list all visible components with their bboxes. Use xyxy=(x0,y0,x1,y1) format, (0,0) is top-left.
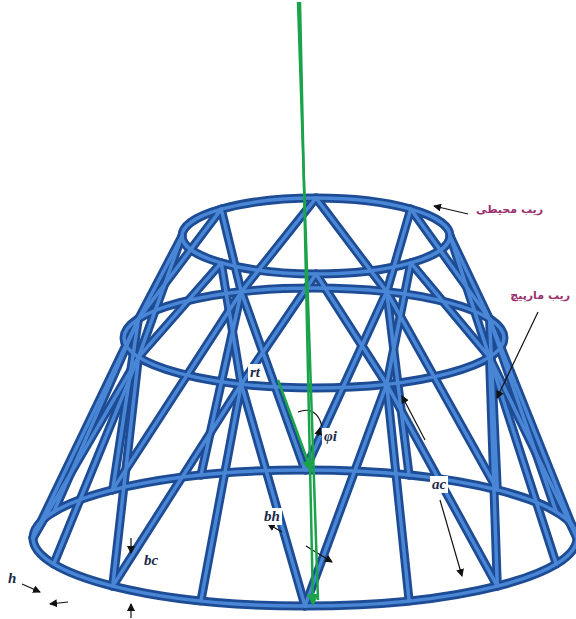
lattice-rib xyxy=(411,263,490,357)
lattice-rib xyxy=(490,357,557,564)
lattice-rib xyxy=(490,357,576,538)
lattice-rib xyxy=(54,357,139,564)
lattice-rib xyxy=(387,384,409,601)
lattice-rib xyxy=(450,236,490,357)
lattice-rib xyxy=(241,384,305,606)
lattice-rib xyxy=(33,357,139,538)
rib-label: ریب مارپیچ xyxy=(508,290,572,302)
lattice-rib xyxy=(124,288,504,388)
lattice-rib xyxy=(490,357,498,586)
lattice-rib xyxy=(387,263,411,384)
lattice-rib xyxy=(241,292,305,470)
dimension-symbol: bc xyxy=(142,552,160,569)
lattice-rib xyxy=(316,198,387,292)
lattice-rib xyxy=(387,292,498,490)
lattice-rib xyxy=(221,209,241,292)
lattice-rib xyxy=(490,319,576,538)
lattice-rib xyxy=(139,236,183,319)
lattice-rib xyxy=(139,236,183,357)
lattice-rib xyxy=(450,236,490,357)
rib-label: ریب محیطی xyxy=(474,204,545,216)
angle-symbol: φi xyxy=(322,428,339,445)
lattice-rib xyxy=(33,470,576,606)
dimension-symbol: h xyxy=(6,570,18,587)
dimension-symbol: bh xyxy=(262,508,282,525)
lattice-rib xyxy=(241,384,305,606)
lattice-rib xyxy=(124,288,504,388)
dimension-symbol: rt xyxy=(248,364,262,381)
lattice-rib xyxy=(316,198,387,292)
lattice-rib xyxy=(490,357,576,538)
lattice-rib xyxy=(33,319,139,538)
dimension-symbol: ac xyxy=(430,476,448,493)
